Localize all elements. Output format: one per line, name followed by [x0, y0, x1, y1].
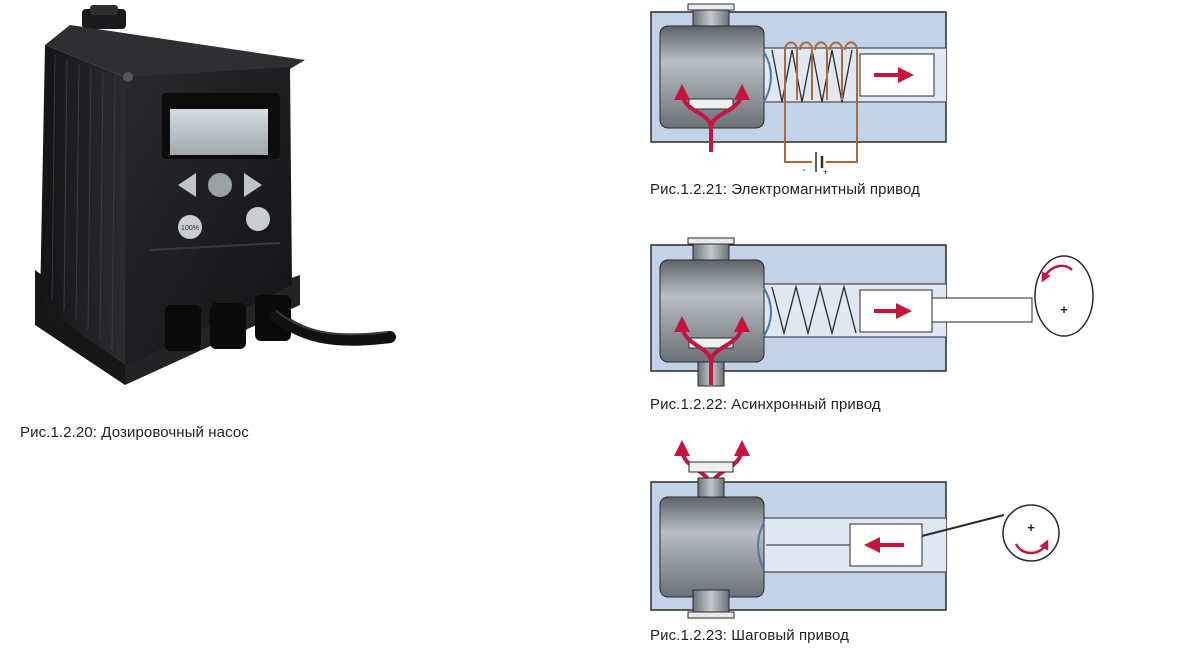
- stepper-caption: Рис.1.2.23: Шаговый привод: [650, 627, 849, 644]
- battery-minus-label: -: [802, 164, 806, 176]
- stepper-rotation-arrow-icon: [1014, 539, 1049, 555]
- 100-percent-button-icon: [178, 215, 202, 239]
- battery-plus-label: +: [823, 167, 828, 177]
- rotation-arrow-icon: [1041, 264, 1073, 283]
- electromagnetic-drive-diagram: - +: [650, 3, 947, 177]
- 100-percent-label: 100%: [181, 225, 199, 232]
- asynchronous-caption: Рис.1.2.22: Асинхронный привод: [650, 396, 881, 413]
- left-arrow-icon: [178, 173, 196, 197]
- electromagnetic-caption: Рис.1.2.21: Электромагнитный привод: [650, 181, 920, 198]
- stepper-motor-sign: +: [1027, 520, 1035, 535]
- dosing-pump-image: 100%: [35, 5, 396, 385]
- pump-caption: Рис.1.2.20: Дозировочный насос: [20, 424, 249, 441]
- motor-sign: +: [1060, 302, 1068, 317]
- asynchronous-drive-diagram: +: [650, 237, 1094, 387]
- right-arrow-icon: [244, 173, 262, 197]
- menu-button-icon: [208, 173, 232, 197]
- start-stop-button-icon: [246, 207, 270, 231]
